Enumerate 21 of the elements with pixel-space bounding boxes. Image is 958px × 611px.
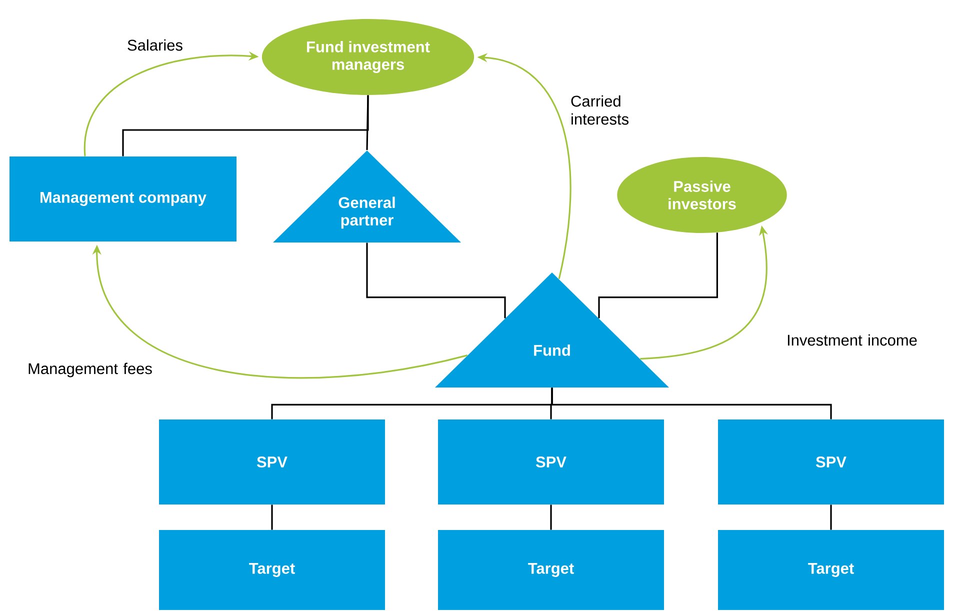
connector-line [366, 242, 506, 318]
entity-triangle: General partner [273, 150, 461, 243]
entity-box: SPV [159, 420, 385, 504]
edge-label: Investment income [788, 334, 917, 346]
edge-label: Management fees [28, 362, 152, 378]
connector-line [271, 504, 273, 530]
connector-line [550, 504, 552, 530]
connector-line [122, 95, 369, 156]
connector-line [830, 504, 832, 530]
edge-label: Carried interests [571, 95, 629, 125]
connector-line [598, 232, 718, 318]
connector-line [366, 95, 369, 150]
entity-box: Target [438, 530, 664, 610]
connector-line [551, 388, 832, 420]
entity-box: SPV [718, 420, 944, 504]
entity-triangle: Fund [435, 272, 669, 388]
entity-box: Target [718, 530, 944, 610]
entity-box: Target [159, 530, 385, 610]
entity-box: SPV [438, 420, 664, 504]
entity-box: Management company [10, 156, 236, 242]
edge-label: Salaries [128, 39, 182, 51]
